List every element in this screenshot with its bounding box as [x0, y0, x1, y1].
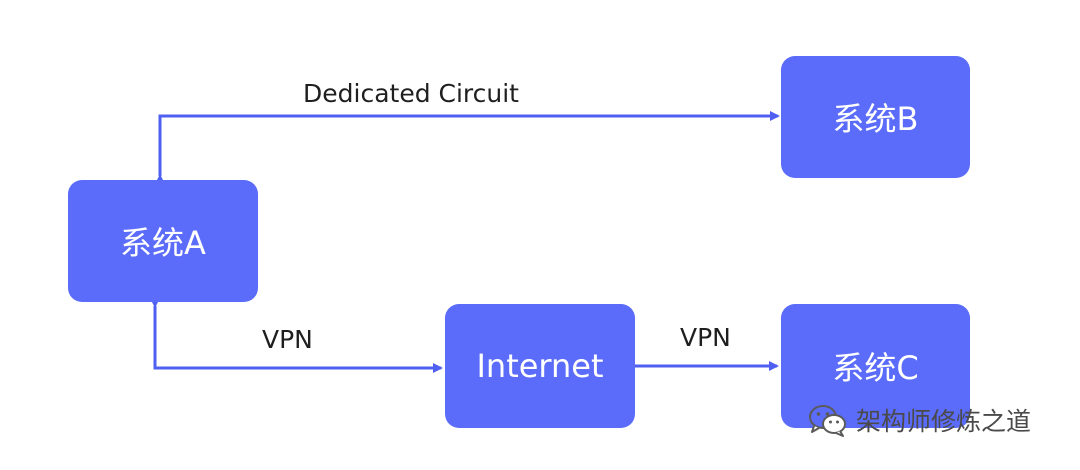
edge-label-vpn-a-internet: VPN [262, 325, 313, 354]
node-system-c[interactable]: 系统C [781, 304, 970, 428]
wechat-icon [808, 403, 848, 437]
edge-label-vpn-internet-c: VPN [680, 323, 731, 352]
node-internet[interactable]: Internet [445, 304, 635, 428]
node-system-a[interactable]: 系统A [68, 180, 258, 302]
node-system-b[interactable]: 系统B [781, 56, 970, 178]
node-system-b-label: 系统B [832, 100, 919, 138]
watermark: 架构师修炼之道 [808, 402, 1031, 438]
edge-vpn-a-internet [150, 298, 443, 373]
edge-label-dedicated-circuit: Dedicated Circuit [303, 79, 519, 108]
node-system-a-label: 系统A [120, 224, 206, 262]
node-internet-label: Internet [476, 347, 604, 385]
edge-dedicated-circuit [155, 111, 780, 184]
watermark-text: 架构师修炼之道 [856, 407, 1032, 436]
node-system-c-label: 系统C [832, 349, 919, 387]
